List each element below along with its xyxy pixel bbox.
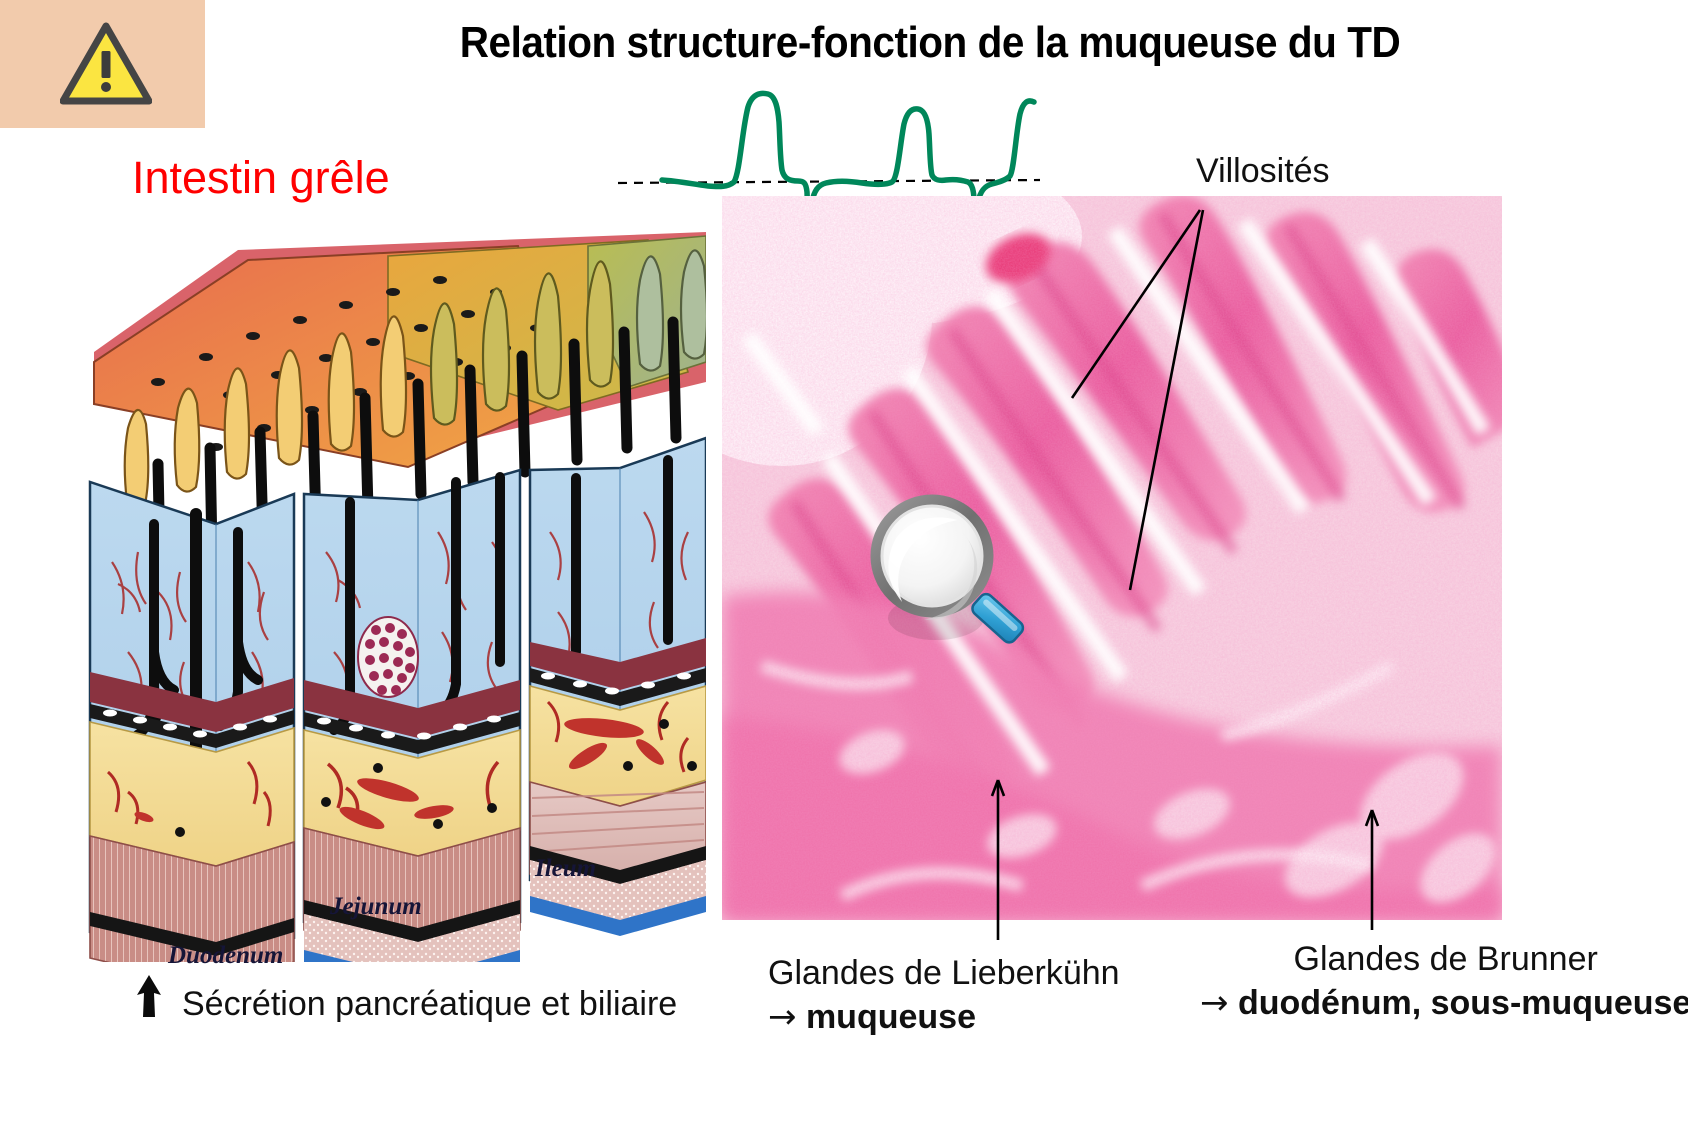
lymphoid-nodule <box>357 616 419 698</box>
up-arrow-icon <box>137 975 161 1017</box>
small-intestine-layers-illustration <box>88 232 706 962</box>
segment-label-ileum: Ileum <box>535 855 597 882</box>
organ-label: Intestin grêle <box>132 152 390 203</box>
segment-label-duodenum: Duodenum <box>168 942 284 969</box>
arrow-glyph: → <box>1200 982 1229 1023</box>
arrow-glyph: → <box>768 996 797 1037</box>
duodenum-histology-micrograph <box>722 196 1502 920</box>
jejunum-block <box>302 468 522 962</box>
warning-badge-panel <box>0 0 205 128</box>
lieberkuhn-target: muqueuse <box>805 997 976 1036</box>
lieberkuhn-line1: Glandes de Lieberkühn <box>768 954 1120 992</box>
callout-villosites: Villosités <box>1196 152 1330 190</box>
ileum-block <box>528 436 706 936</box>
callout-lieberkuhn: Glandes de Lieberkühn → muqueuse <box>768 952 1120 1039</box>
warning-triangle-icon <box>60 22 152 105</box>
villi-group <box>123 249 706 568</box>
lieberkuhn-line2-wrap: → muqueuse <box>768 996 1120 1040</box>
lumen-channels <box>741 217 1491 777</box>
action-potential-trace <box>600 80 1041 288</box>
magnifying-glass-icon[interactable] <box>866 492 1026 650</box>
secretion-caption: Sécrétion pancréatique et biliaire <box>182 985 678 1023</box>
brunner-line2-wrap: → duodénum, sous-muqueuse <box>1200 982 1688 1026</box>
duodenum-block <box>88 480 296 962</box>
page-title: Relation structure-fonction de la muqueu… <box>459 18 1401 67</box>
segment-label-jejunum: Jejunum <box>330 893 422 920</box>
brunner-target: duodénum, sous-muqueuse <box>1237 983 1688 1022</box>
brunner-line1: Glandes de Brunner <box>1293 940 1598 978</box>
callout-brunner: Glandes de Brunner → duodénum, sous-muqu… <box>1200 938 1688 1025</box>
callout-leader-lines <box>990 209 1380 940</box>
